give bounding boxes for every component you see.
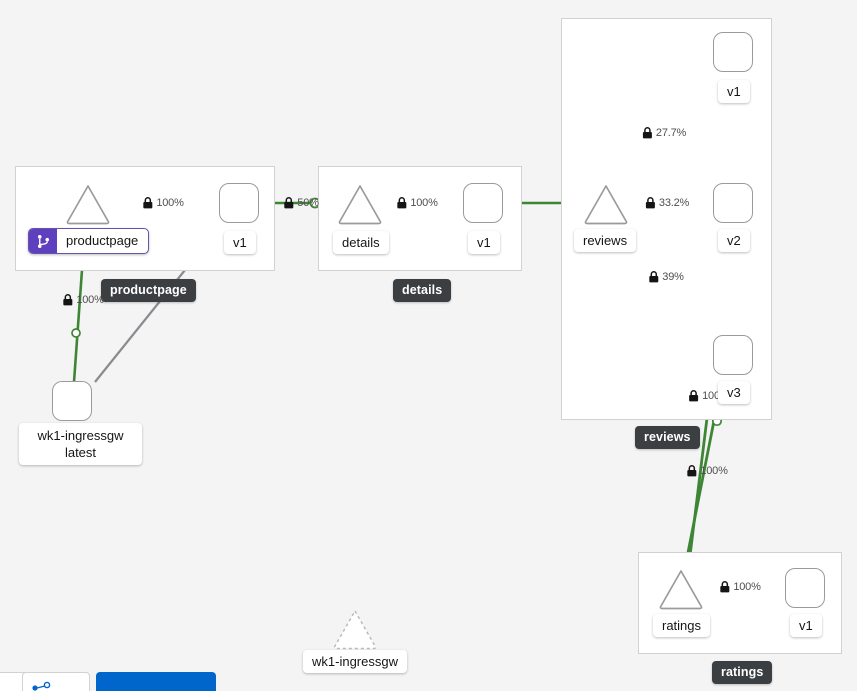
virtual-service-icon <box>29 229 57 253</box>
node-label-details-v1: v1 <box>468 231 500 254</box>
node-label-line2: latest <box>64 445 97 460</box>
node-ratings-v1[interactable] <box>785 568 825 608</box>
node-label-wk1-ingressgw-service: wk1-ingressgw <box>303 650 407 673</box>
node-shape-triangle[interactable] <box>65 183 111 225</box>
code-branch-icon <box>37 234 49 248</box>
node-shape-box[interactable] <box>713 32 753 72</box>
node-shape-triangle[interactable] <box>658 568 704 610</box>
node-reviews-service[interactable] <box>583 183 629 230</box>
node-shape-triangle[interactable] <box>583 183 629 225</box>
node-label-wk1-ingressgw-latest: wk1-ingressgw latest <box>19 423 142 465</box>
namespace-badge-details: details <box>393 279 452 302</box>
bottom-toolbar[interactable] <box>0 672 857 691</box>
node-label-reviews-v1: v1 <box>718 80 750 103</box>
node-ratings-service[interactable] <box>658 568 704 615</box>
graph-legend-icon <box>32 681 51 691</box>
node-label-details-service: details <box>333 231 389 254</box>
node-label-reviews-v2: v2 <box>718 229 750 252</box>
node-shape-box[interactable] <box>713 183 753 223</box>
node-shape-box[interactable] <box>219 183 259 223</box>
node-shape-box[interactable] <box>463 183 503 223</box>
node-reviews-v3[interactable] <box>713 335 753 375</box>
node-reviews-v1[interactable] <box>713 32 753 72</box>
node-label-text: productpage <box>66 233 139 248</box>
node-wk1-ingressgw-latest[interactable] <box>52 381 92 421</box>
node-label-productpage-v1: v1 <box>224 231 256 254</box>
node-label-ratings-v1: v1 <box>790 614 822 637</box>
legend-chip-right[interactable] <box>22 672 90 691</box>
primary-action-button[interactable] <box>96 672 216 691</box>
node-shape-box[interactable] <box>713 335 753 375</box>
node-shape-box[interactable] <box>52 381 92 421</box>
node-label-reviews-v3: v3 <box>718 381 750 404</box>
node-shape-box[interactable] <box>785 568 825 608</box>
node-label-line1: wk1-ingressgw <box>37 428 124 443</box>
node-productpage-v1[interactable] <box>219 183 259 223</box>
node-productpage-service[interactable] <box>65 183 111 230</box>
node-label-productpage-service[interactable]: productpage <box>28 228 150 254</box>
node-details-v1[interactable] <box>463 183 503 223</box>
node-wk1-ingressgw-service[interactable] <box>332 608 378 655</box>
namespace-badge-reviews: reviews <box>635 426 700 449</box>
node-label-ratings-service: ratings <box>653 614 711 637</box>
node-reviews-v2[interactable] <box>713 183 753 223</box>
node-details-service[interactable] <box>337 183 383 230</box>
node-shape-triangle[interactable] <box>337 183 383 225</box>
node-shape-triangle-dashed[interactable] <box>332 608 378 650</box>
node-label-reviews-service: reviews <box>574 229 637 252</box>
namespace-badge-productpage: productpage <box>101 279 196 302</box>
namespace-badge-ratings: ratings <box>712 661 773 684</box>
